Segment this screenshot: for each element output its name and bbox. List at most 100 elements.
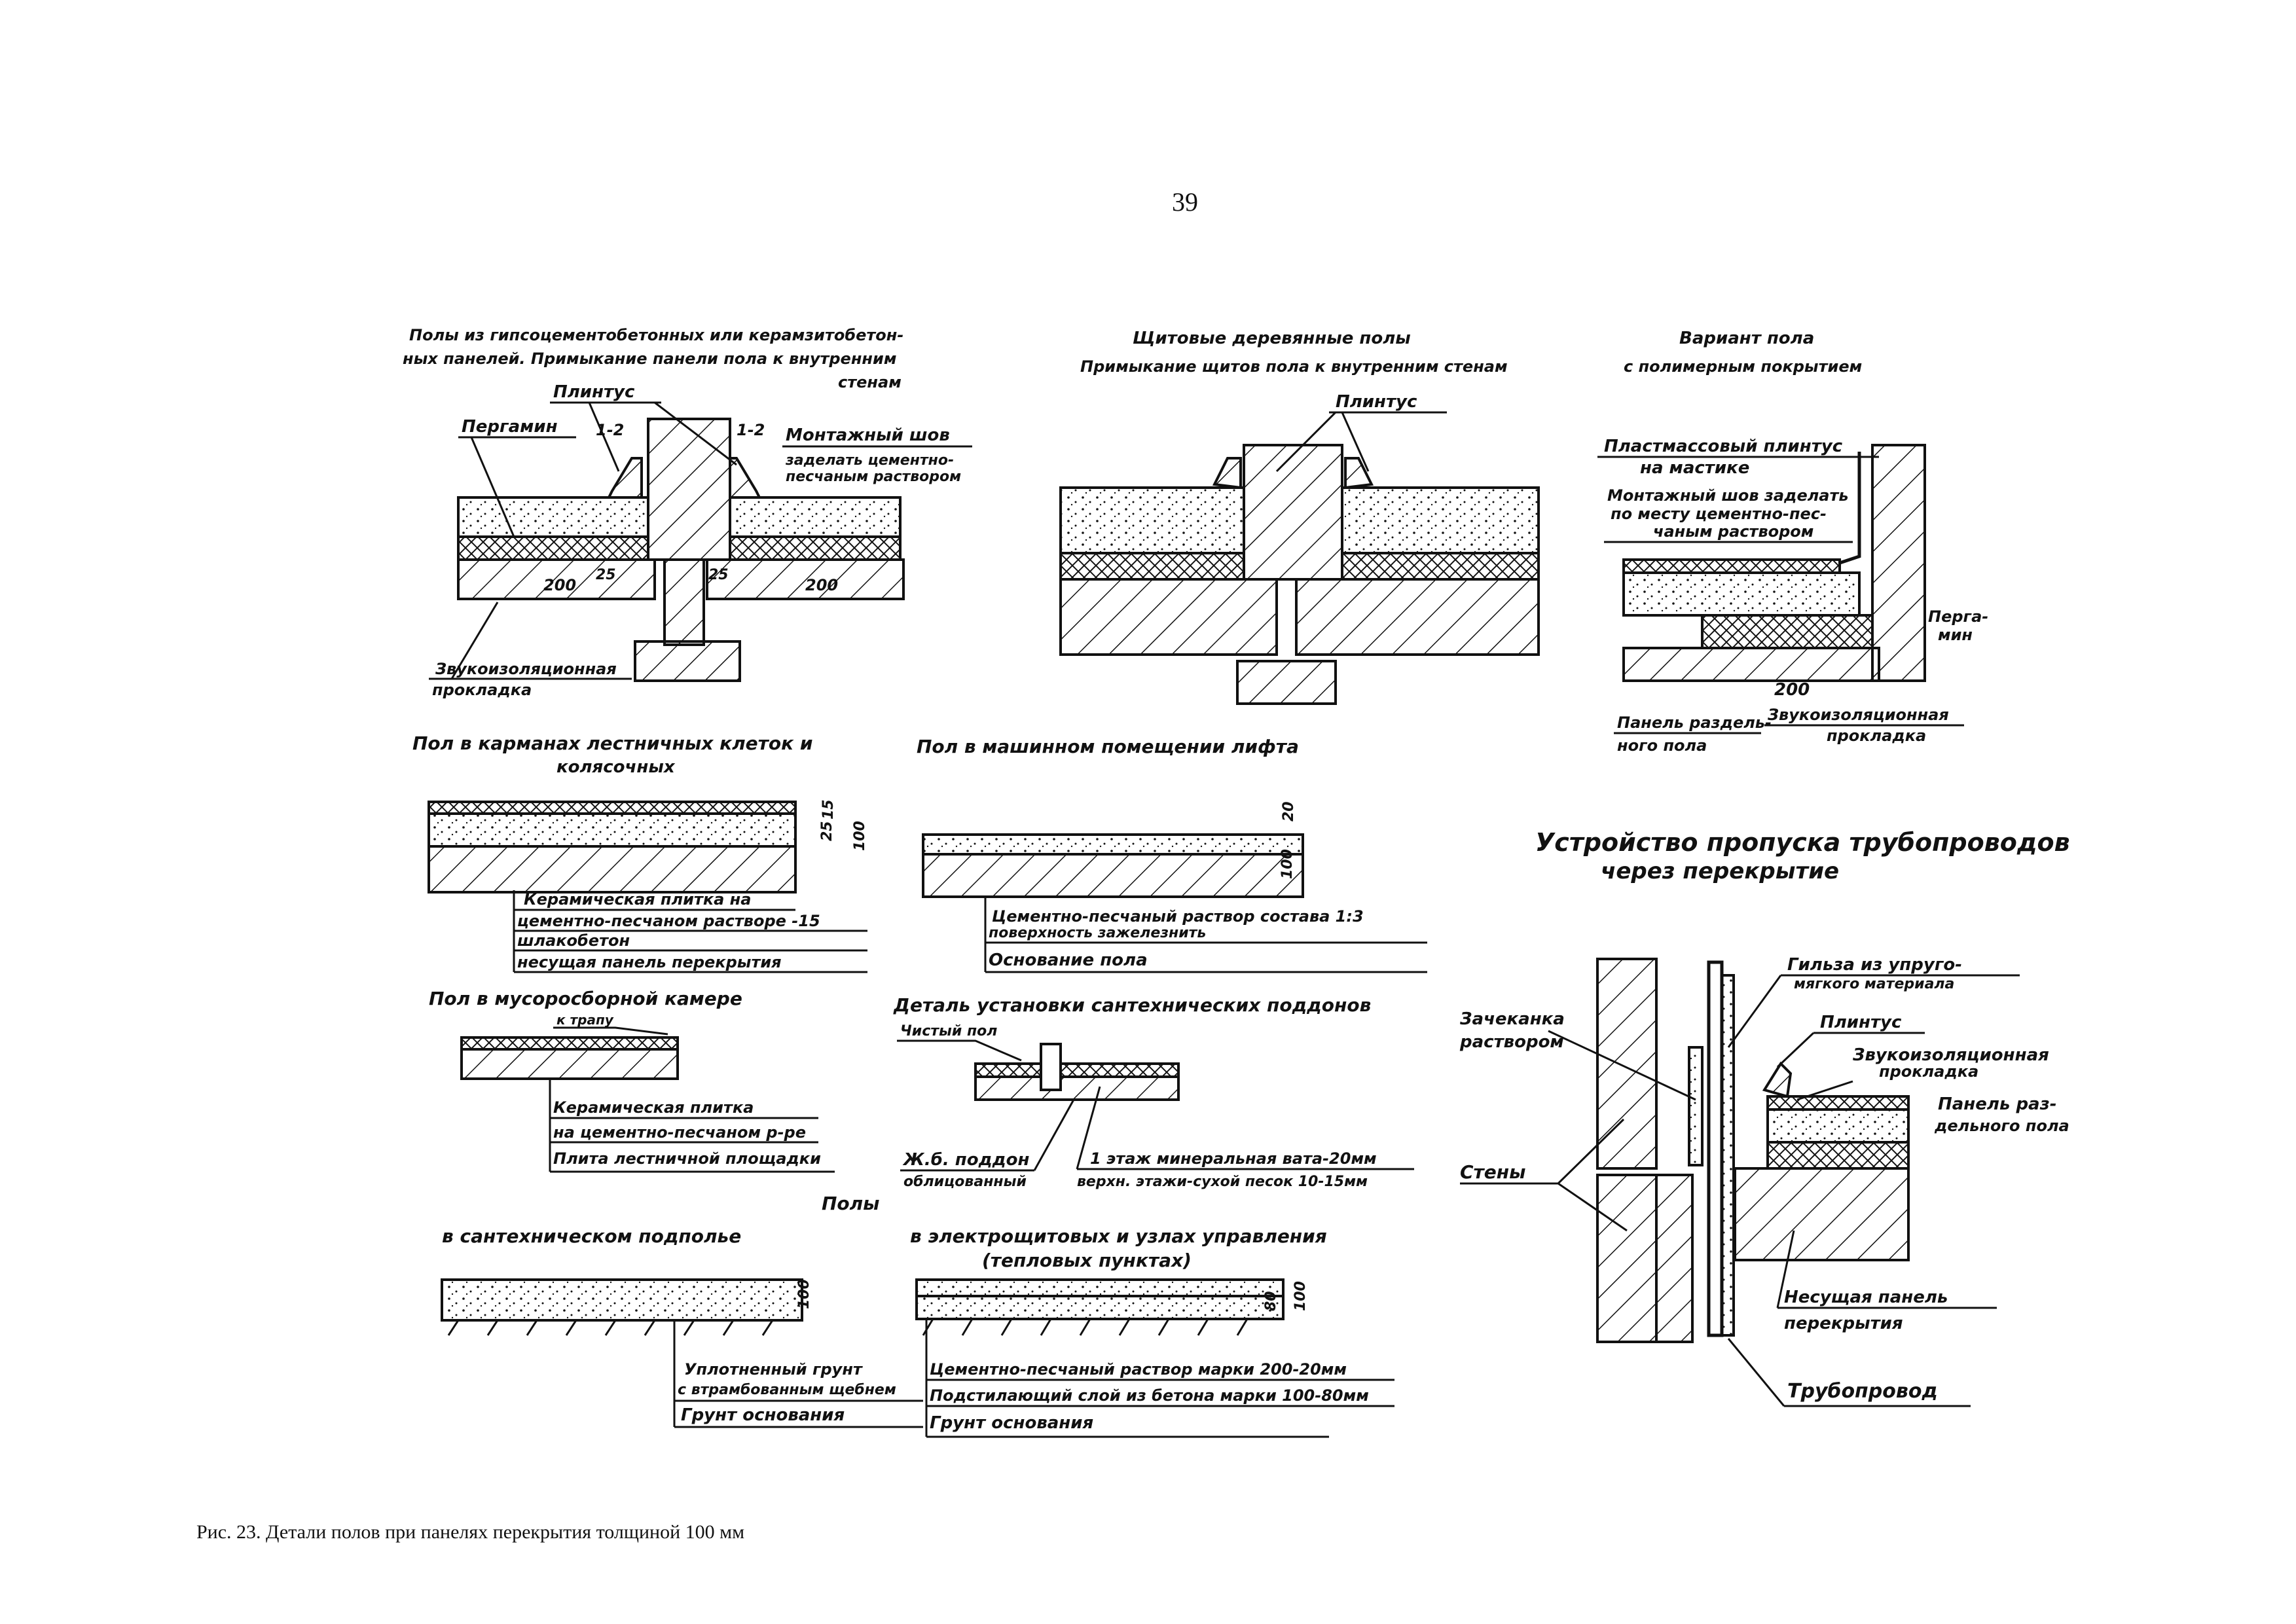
panel5-layer-2: поверхность зажелезнить: [989, 925, 1206, 941]
panel1-joint-label-2: заделать цементно-: [785, 452, 954, 469]
panel4-layer-2: цементно-песчаном растворе -15: [517, 912, 820, 930]
panel3-joint-label-3: чаным раствором: [1653, 522, 1813, 541]
panel1-sound-pad-label-2: прокладка: [432, 681, 532, 699]
panel9-title-line1: в электрощитовых и узлах управления: [910, 1225, 1327, 1247]
panel1-joint-label-1: Монтажный шов: [786, 425, 950, 445]
figure-caption: Рис. 23. Детали полов при панелях перекр…: [196, 1521, 744, 1543]
panel8-dim-100: 100: [796, 1279, 812, 1309]
panel1-dim-25-right: 25: [708, 567, 729, 583]
panel6-title-line1: Пол в мусоросборной камере: [429, 988, 742, 1009]
panel4-title-line1: Пол в карманах лестничных клеток и: [412, 732, 813, 754]
panel5-dim-100: 100: [1279, 849, 1296, 879]
panel3-sound-pad-label-2: прокладка: [1827, 727, 1926, 745]
panel6-layer-2: на цементно-песчаном р-ре: [553, 1123, 806, 1142]
detail-lift-machine-room-floor: Пол в машинном помещении лифта 20 100 Це…: [917, 736, 1427, 973]
detail-electrical-room-floor: в электрощитовых и узлах управления (теп…: [910, 1225, 1394, 1438]
detail-sanitary-crawlspace-floor: Полы в сантехническом подполье 100 Уплот…: [441, 1193, 923, 1428]
panel5-title: Пол в машинном помещении лифта: [917, 736, 1299, 757]
panel6-layer-1: Керамическая плитка: [553, 1098, 754, 1117]
panel10-plintus-label: Плинтус: [1820, 1013, 1902, 1032]
panel3-dim-200: 200: [1774, 680, 1810, 700]
panel10-title-line2: через перекрытие: [1601, 858, 1839, 884]
panel3-title-line1: Вариант пола: [1679, 329, 1814, 348]
panel1-title-line3: стенам: [838, 373, 902, 391]
panel10-bearing-label-1: Несущая панель: [1784, 1288, 1948, 1307]
panel4-dim-25: 25: [819, 821, 835, 841]
panel10-bearing-label-2: перекрытия: [1784, 1314, 1903, 1333]
panel4-layer-1: Керамическая плитка на: [524, 890, 751, 909]
panel9-layer-3: Грунт основания: [930, 1413, 1093, 1433]
panel3-joint-label-2: по месту цементно-пес-: [1611, 505, 1827, 523]
panel7-title: Деталь установки сантехнических поддонов: [893, 994, 1371, 1016]
panel7-pallet-label-1: Ж.б. поддон: [902, 1150, 1029, 1170]
panel7-clean-floor-label: Чистый пол: [900, 1023, 997, 1039]
panel1-dim-25-left: 25: [596, 567, 616, 583]
panel9-layer-2: Подстилающий слой из бетона марки 100-80…: [930, 1386, 1369, 1405]
panel5-layer-3: Основание пола: [989, 950, 1148, 970]
panel8-layer-3: Грунт основания: [681, 1405, 845, 1425]
panel2-plintus-label: Плинтус: [1336, 392, 1417, 412]
detail-stair-pocket-floor: Пол в карманах лестничных клеток и коляс…: [412, 732, 868, 973]
panel9-title-line2: (тепловых пунктах): [982, 1250, 1192, 1271]
panel1-title-line1: Полы из гипсоцементобетонных или керамзи…: [409, 326, 903, 344]
panel3-panel-label-1: Панель раздель-: [1617, 713, 1772, 732]
panel5-layer-1: Цементно-песчаный раствор состава 1:3: [992, 907, 1364, 926]
page-number: 39: [1172, 187, 1198, 217]
panel10-panel-label-2: дельного пола: [1934, 1117, 2069, 1135]
panel5-dim-20: 20: [1281, 801, 1297, 821]
panel10-pipe-label: Трубопровод: [1787, 1380, 1938, 1403]
panel4-title-line2: колясочных: [556, 757, 676, 777]
panel3-plinth-label-1: Пластмассовый плинтус: [1604, 437, 1843, 456]
panel4-dim-100: 100: [852, 821, 868, 851]
panel8-layer-2: с втрамбованным щебнем: [678, 1382, 896, 1398]
panel1-title-line2: ных панелей. Примыкание панели пола к вн…: [403, 350, 896, 368]
panel3-sound-pad-label-1: Звукоизоляционная: [1767, 706, 1949, 724]
panel10-panel-label-1: Панель раз-: [1938, 1094, 2057, 1114]
panel4-layer-3: шлакобетон: [517, 931, 630, 950]
panel10-sound-pad-label-1: Звукоизоляционная: [1852, 1045, 2049, 1065]
panel2-title-line2: Примыкание щитов пола к внутренним стена…: [1080, 357, 1508, 376]
detail-garbage-chamber-floor: Пол в мусоросборной камере к трапу Керам…: [429, 988, 835, 1173]
panel3-pergamin-label-1: Перга-: [1928, 607, 1988, 626]
panel3-pergamin-label-2: мин: [1938, 626, 1973, 644]
panel3-plinth-label-2: на мастике: [1640, 458, 1749, 478]
panel1-section-mark-left: 1-2: [596, 421, 624, 439]
panel10-sleeve-label-1: Гильза из упруго-: [1787, 955, 1962, 975]
detail-pipe-penetration: Устройство пропуска трубопроводов через …: [1459, 828, 2070, 1407]
detail-polymer-floor-variant: Вариант пола с полимерным покрытием Плас…: [1597, 329, 1988, 755]
panel2-title-line1: Щитовые деревянные полы: [1133, 329, 1411, 348]
panel1-dim-200-right: 200: [805, 576, 838, 594]
panel10-title-line1: Устройство пропуска трубопроводов: [1535, 828, 2070, 857]
panel10-caulk-label-1: Зачеканка: [1459, 1009, 1565, 1029]
detail-sanitary-pallet-installation: Деталь установки сантехнических поддонов…: [893, 994, 1414, 1190]
panel10-caulk-label-2: раствором: [1459, 1032, 1564, 1052]
panel4-layer-4: несущая панель перекрытия: [517, 953, 782, 971]
panel6-layer-3: Плита лестничной площадки: [553, 1149, 821, 1168]
panel10-walls-label: Стены: [1460, 1161, 1525, 1183]
panel7-pallet-label-2: облицованный: [903, 1174, 1027, 1190]
panel1-plintus-label: Плинтус: [553, 382, 635, 402]
panel1-pergamin-label: Пергамин: [462, 417, 558, 437]
panel3-title-line2: с полимерным покрытием: [1624, 357, 1862, 376]
panel10-sleeve-label-2: мягкого материала: [1794, 976, 1954, 992]
panel1-section-mark-right: 1-2: [737, 421, 765, 439]
detail-wooden-board-floor: Щитовые деревянные полы Примыкание щитов…: [1059, 329, 1540, 705]
panel1-dim-200-left: 200: [543, 576, 576, 594]
panel8-title: в сантехническом подполье: [442, 1225, 741, 1247]
detail-gypsum-panel-floor: Полы из гипсоцементобетонных или керамзи…: [403, 326, 972, 699]
panel7-note-1: 1 этаж минеральная вата-20мм: [1090, 1149, 1377, 1168]
panel6-title-line2: к трапу: [556, 1012, 614, 1028]
panel1-joint-label-3: песчаным раствором: [786, 469, 961, 485]
panel4-dim-15: 15: [820, 799, 837, 820]
panel9-layer-1: Цементно-песчаный раствор марки 200-20мм: [930, 1360, 1347, 1379]
panel7-note-2: верхн. этажи-сухой песок 10-15мм: [1077, 1174, 1368, 1190]
panel10-sound-pad-label-2: прокладка: [1879, 1062, 1978, 1081]
panel1-sound-pad-label-1: Звукоизоляционная: [435, 660, 617, 678]
panel8-layer-1: Уплотненный грунт: [684, 1360, 864, 1379]
panel9-dim-100: 100: [1292, 1281, 1309, 1311]
floors-header: Полы: [822, 1193, 880, 1214]
panel3-joint-label-1: Монтажный шов заделать: [1607, 486, 1849, 505]
panel3-panel-label-2: ного пола: [1617, 736, 1707, 755]
